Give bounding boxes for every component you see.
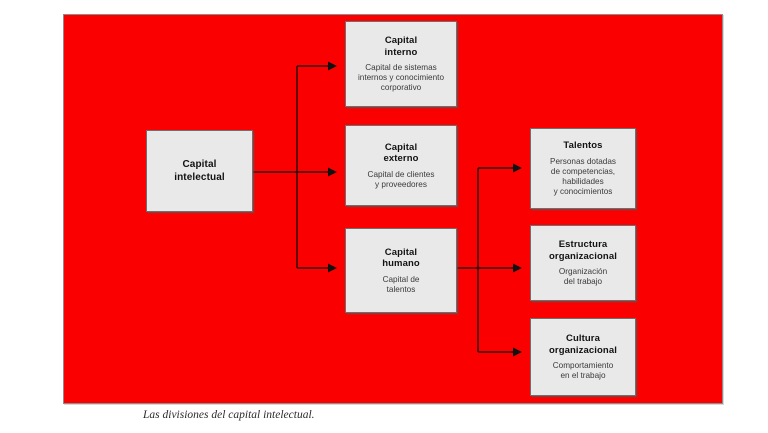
node-title-line: Cultura — [566, 333, 600, 344]
node-description: Comportamiento en el trabajo — [553, 361, 614, 381]
node-title: Estructura organizacional — [549, 239, 617, 262]
node-estructura-organizacional[interactable]: Estructura organizacional Organización d… — [530, 225, 636, 301]
node-title-line: organizacional — [549, 250, 617, 262]
node-title: Capital humano — [382, 247, 420, 270]
node-title-line: externo — [383, 153, 419, 164]
node-desc-line: habilidades — [562, 176, 604, 186]
node-desc-line: Organización — [558, 267, 608, 276]
node-description: Capital de sistemas internos y conocimie… — [358, 63, 444, 93]
node-desc-line: talentos — [386, 284, 416, 294]
node-title: Capital intelectual — [174, 158, 225, 184]
node-title: Capital externo — [383, 142, 418, 165]
node-desc-line: y proveedores — [375, 179, 427, 189]
node-capital-humano[interactable]: Capital humano Capital de talentos — [345, 228, 457, 313]
node-description: Capital de talentos — [383, 275, 420, 295]
node-desc-line: en el trabajo — [560, 371, 606, 380]
node-talentos[interactable]: Talentos Personas dotadas de competencia… — [530, 128, 636, 209]
node-title-line: interno — [384, 46, 418, 58]
node-title-line: organizacional — [549, 344, 617, 356]
node-title-line: Capital — [384, 246, 418, 258]
node-desc-line: Comportamiento — [552, 361, 614, 370]
node-title-line: humano — [382, 258, 420, 269]
node-desc-line: Capital de sistemas — [365, 63, 437, 72]
node-title: Capital interno — [385, 35, 418, 58]
node-cultura-organizacional[interactable]: Cultura organizacional Comportamiento en… — [530, 318, 636, 396]
node-desc-line: internos y conocimiento — [357, 73, 444, 82]
node-capital-intelectual[interactable]: Capital intelectual — [146, 130, 253, 212]
node-desc-line: corporativo — [380, 83, 422, 92]
node-title: Talentos — [563, 140, 602, 152]
node-desc-line: de competencias, — [550, 166, 616, 176]
node-desc-line: Capital de clientes — [367, 169, 435, 179]
node-capital-externo[interactable]: Capital externo Capital de clientes y pr… — [345, 125, 457, 206]
node-title: Cultura organizacional — [549, 333, 617, 356]
node-title-line: Capital — [182, 159, 217, 170]
node-desc-line: Personas dotadas — [550, 156, 616, 166]
node-description: Capital de clientes y proveedores — [368, 170, 435, 190]
figure-caption: Las divisiones del capital intelectual. — [143, 409, 315, 421]
node-description: Organización del trabajo — [559, 267, 607, 287]
node-title-line: Capital — [384, 35, 418, 46]
node-desc-line: y conocimientos — [553, 186, 613, 196]
node-description: Personas dotadas de competencias, habili… — [550, 157, 616, 197]
node-title-line: Capital — [384, 141, 418, 153]
node-desc-line: del trabajo — [563, 277, 603, 286]
node-desc-line: Capital de — [382, 274, 420, 284]
node-capital-interno[interactable]: Capital interno Capital de sistemas inte… — [345, 21, 457, 107]
node-title-line: intelectual — [174, 172, 225, 183]
node-title-line: Talentos — [563, 140, 603, 152]
node-title-line: Estructura — [558, 239, 608, 250]
